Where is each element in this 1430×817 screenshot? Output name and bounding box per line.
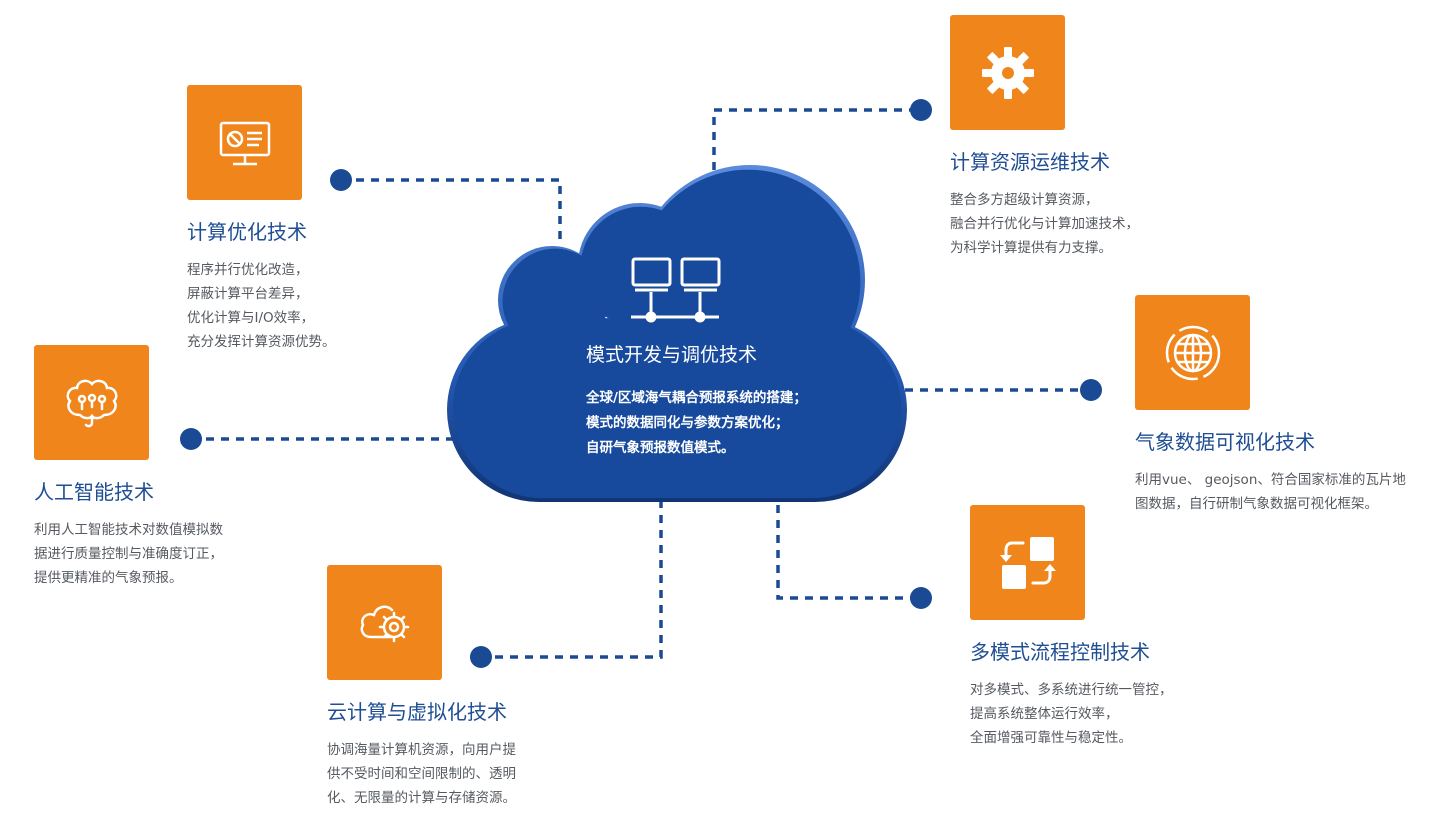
connector-compute-opt bbox=[341, 178, 562, 240]
connector-workflow bbox=[776, 490, 921, 600]
workflow-title: 多模式流程控制技术 bbox=[970, 640, 1150, 664]
ai-description: 利用人工智能技术对数值模拟数 据进行质量控制与准确度订正， 提供更精准的气象预报… bbox=[34, 522, 223, 586]
cloud-virt-description: 协调海量计算机资源，向用户提 供不受时间和空间限制的、透明 化、无限量的计算与存… bbox=[327, 742, 516, 806]
monitor-dashboard-icon bbox=[219, 121, 270, 165]
viz-description: 利用vue、 geojson、符合国家标准的瓦片地图数据，自行研制气象数据可视化… bbox=[1135, 472, 1406, 512]
compute-opt-description: 程序并行优化改造， 屏蔽计算平台差异， 优化计算与I/O效率， 充分发挥计算资源… bbox=[187, 262, 336, 350]
connector-dot-cloud-virt bbox=[470, 646, 492, 668]
cloud-virt-title: 云计算与虚拟化技术 bbox=[327, 700, 507, 724]
center-description: 全球/区域海气耦合预报系统的搭建； 模式的数据同化与参数方案优化； 自研气象预报… bbox=[586, 390, 807, 456]
globe-icon bbox=[1165, 325, 1220, 380]
ops-title: 计算资源运维技术 bbox=[950, 150, 1110, 174]
connector-cloud-virt bbox=[481, 500, 663, 659]
connector-dot-ops bbox=[910, 99, 932, 121]
connector-ops bbox=[712, 108, 921, 170]
sync-blocks-icon bbox=[999, 536, 1056, 589]
center-title: 模式开发与调优技术 bbox=[586, 344, 758, 366]
brain-icon bbox=[66, 379, 117, 427]
compute-opt-title: 计算优化技术 bbox=[187, 220, 307, 244]
connector-dot-workflow bbox=[910, 587, 932, 609]
ai-title: 人工智能技术 bbox=[34, 480, 154, 504]
connector-dot-viz bbox=[1080, 379, 1102, 401]
cloud-gear-icon bbox=[360, 605, 409, 642]
cloud-virt-icon-box bbox=[327, 565, 442, 680]
viz-icon-box bbox=[1135, 295, 1250, 410]
ops-description: 整合多方超级计算资源， 融合并行优化与计算加速技术， 为科学计算提供有力支撑。 bbox=[950, 192, 1139, 256]
ops-icon-box bbox=[950, 15, 1065, 130]
connector-dot-compute-opt bbox=[330, 169, 352, 191]
connector-dot-ai bbox=[180, 428, 202, 450]
workflow-description: 对多模式、多系统进行统一管控， 提高系统整体运行效率， 全面增强可靠性与稳定性。 bbox=[970, 682, 1173, 746]
ai-icon-box bbox=[34, 345, 149, 460]
workflow-icon-box bbox=[970, 505, 1085, 620]
compute-opt-icon-box bbox=[187, 85, 302, 200]
networked-computers-icon bbox=[631, 257, 721, 323]
gear-icon bbox=[981, 46, 1034, 99]
viz-title: 气象数据可视化技术 bbox=[1135, 430, 1315, 454]
